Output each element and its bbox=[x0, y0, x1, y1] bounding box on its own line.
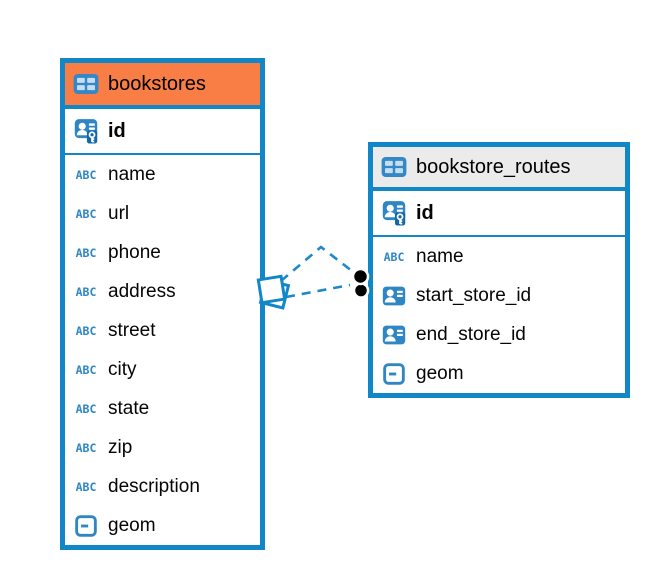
column-label: geom bbox=[416, 362, 464, 384]
table-column-city[interactable]: ABC city bbox=[65, 350, 260, 389]
column-label: id bbox=[108, 119, 126, 142]
column-label: geom bbox=[108, 514, 156, 536]
relation-endpoint-dot bbox=[351, 267, 370, 286]
column-label: zip bbox=[108, 436, 133, 458]
text-icon: ABC bbox=[75, 284, 97, 299]
table-column-zip[interactable]: ABC zip bbox=[65, 428, 260, 467]
column-label: address bbox=[108, 280, 176, 302]
table-column-start_store_id[interactable]: start_store_id bbox=[373, 276, 625, 315]
primary-key-icon bbox=[381, 200, 407, 226]
entity-header-bookstores[interactable]: bookstores bbox=[65, 63, 260, 109]
geometry-icon bbox=[381, 362, 407, 385]
table-column-description[interactable]: ABC description bbox=[65, 467, 260, 506]
primary-key-icon bbox=[73, 118, 99, 144]
table-column-id[interactable]: id bbox=[65, 109, 260, 155]
text-icon: ABC bbox=[75, 479, 97, 494]
column-label: description bbox=[108, 475, 200, 497]
table-icon bbox=[73, 73, 99, 95]
column-label: end_store_id bbox=[416, 323, 526, 345]
text-icon: ABC bbox=[75, 440, 97, 455]
table-column-end_store_id[interactable]: end_store_id bbox=[373, 315, 625, 354]
column-label: state bbox=[108, 397, 150, 419]
table-column-geom[interactable]: geom bbox=[65, 506, 260, 545]
table-column-url[interactable]: ABC url bbox=[65, 194, 260, 233]
text-icon: ABC bbox=[383, 249, 405, 264]
column-label: phone bbox=[108, 241, 161, 263]
column-label: street bbox=[108, 319, 156, 341]
table-column-phone[interactable]: ABC phone bbox=[65, 233, 260, 272]
table-column-address[interactable]: ABC address bbox=[65, 272, 260, 311]
table-column-id[interactable]: id bbox=[373, 191, 625, 237]
text-icon: ABC bbox=[75, 245, 97, 260]
table-column-name[interactable]: ABC name bbox=[65, 155, 260, 194]
text-icon: ABC bbox=[75, 206, 97, 221]
text-icon: ABC bbox=[75, 167, 97, 182]
column-label: city bbox=[108, 358, 137, 380]
column-label: url bbox=[108, 202, 130, 224]
entity-title: bookstores bbox=[108, 72, 206, 95]
column-label: name bbox=[416, 245, 464, 267]
reference-icon bbox=[381, 286, 407, 306]
table-column-street[interactable]: ABC street bbox=[65, 311, 260, 350]
text-icon: ABC bbox=[75, 401, 97, 416]
text-icon: ABC bbox=[75, 362, 97, 377]
relation-edge[interactable] bbox=[285, 283, 351, 299]
entity-header-bookstore-routes[interactable]: bookstore_routes bbox=[373, 147, 625, 191]
geometry-icon bbox=[73, 514, 99, 537]
table-column-name[interactable]: ABC name bbox=[373, 237, 625, 276]
column-label: name bbox=[108, 163, 156, 185]
entity-title: bookstore_routes bbox=[416, 155, 571, 178]
column-label: start_store_id bbox=[416, 284, 532, 306]
text-icon: ABC bbox=[75, 323, 97, 338]
reference-icon bbox=[381, 325, 407, 345]
table-column-state[interactable]: ABC state bbox=[65, 389, 260, 428]
relation-edge[interactable] bbox=[280, 245, 353, 282]
relation-endpoint-dot bbox=[352, 282, 370, 299]
column-label: id bbox=[416, 201, 434, 224]
table-icon bbox=[381, 156, 407, 178]
table-column-geom[interactable]: geom bbox=[373, 354, 625, 393]
